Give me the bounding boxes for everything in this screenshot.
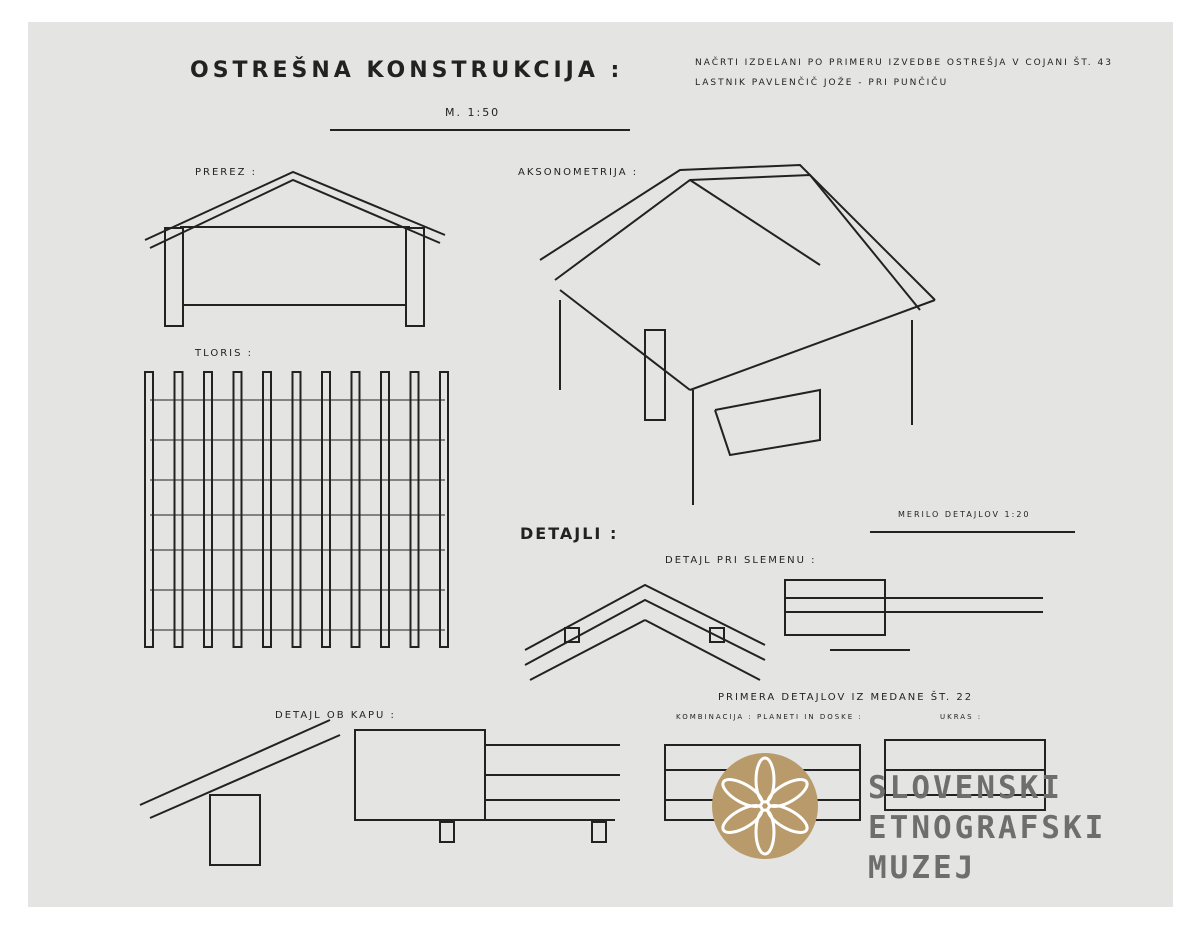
rafter: [173, 371, 184, 648]
label-merilo: MERILO DETAJLOV 1:20: [898, 510, 1031, 519]
museum-logo-text: SLOVENSKI ETNOGRAFSKI MUZEJ: [868, 768, 1106, 888]
note-line-2: LASTNIK PAVLENČIČ JOŽE - PRI PUNČIČU: [695, 78, 949, 88]
main-scale: M. 1:50: [445, 106, 501, 119]
axonometric-drawing: [539, 163, 936, 505]
rafter: [439, 371, 449, 648]
logo-line-2: ETNOGRAFSKI: [868, 810, 1107, 846]
section-drawing: [144, 170, 446, 327]
label-kombinacija: KOMBINACIJA : PLANETI IN DOSKE :: [676, 713, 863, 721]
label-aksonometrija: AKSONOMETRIJA :: [518, 167, 639, 178]
label-primera: PRIMERA DETAJLOV IZ MEDANE ŠT. 22: [718, 692, 974, 703]
rafter: [291, 371, 302, 648]
rafter: [380, 371, 390, 648]
rafter: [144, 371, 154, 648]
logo-line-3: MUZEJ: [868, 850, 977, 886]
label-kapu: DETAJL OB KAPU :: [275, 710, 396, 721]
rafter: [350, 371, 361, 648]
label-tloris: TLORIS :: [195, 348, 253, 359]
rafter: [232, 371, 243, 648]
note-line-1: NAČRTI IZDELANI PO PRIMERU IZVEDBE OSTRE…: [695, 58, 1113, 68]
label-prerez: PREREZ :: [195, 167, 257, 178]
rafter: [203, 371, 213, 648]
logo-line-1: SLOVENSKI: [868, 770, 1063, 806]
label-slemenu: DETAJL PRI SLEMENU :: [665, 555, 817, 566]
eave-detail: [139, 719, 620, 866]
museum-logo-icon: [712, 753, 818, 859]
rafter: [321, 371, 331, 648]
rafter: [262, 371, 272, 648]
rafter: [409, 371, 420, 648]
ridge-detail: [524, 579, 1043, 681]
drawing-sheet: [28, 22, 1173, 907]
plan-drawing: [144, 371, 449, 648]
label-detajli: DETAJLI :: [520, 524, 619, 543]
page-title: OSTREŠNA KONSTRUKCIJA :: [190, 58, 624, 83]
label-ukras: UKRAS :: [940, 713, 983, 721]
